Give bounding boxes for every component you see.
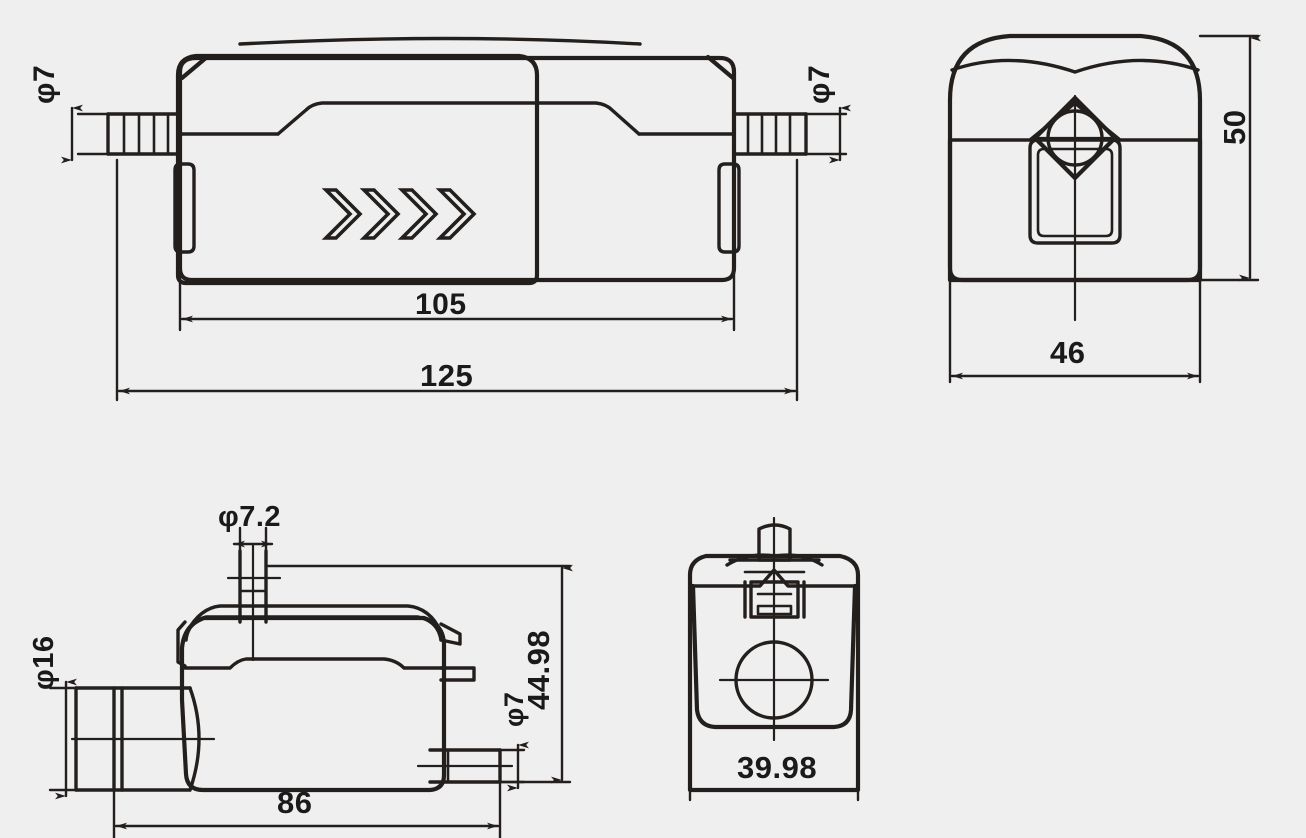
body-outline-main [177,55,737,283]
chevron-3 [397,188,439,240]
side-cover-step [185,604,443,634]
dim-label-125: 125 [420,358,474,393]
side-inner-contour [183,657,444,670]
dim-label-46: 46 [1050,335,1086,370]
dim-label-86: 86 [277,785,313,820]
chevron-2 [359,188,401,240]
top-left-chamfer [179,54,210,81]
side-vent-nozzle [226,543,282,662]
chevron-4 [435,188,477,240]
end-square-housing-outer [1028,138,1122,245]
end-view-group [947,33,1261,384]
inner-cover-outline [276,101,641,136]
dim-phi7-left [61,104,112,164]
dim-label-phi7-right: φ7 [803,64,836,104]
dim-4498 [266,564,573,784]
dim-3998 [688,725,860,802]
dim-86 [112,780,502,838]
plan-view-group [687,516,861,802]
end-body-outline [947,33,1203,283]
side-latch-ear-lower [439,666,476,682]
right-barbed-nozzle [732,112,808,156]
dim-label-phi7-drain: φ7 [499,691,529,727]
end-square-housing-inner [1036,147,1114,238]
flow-direction-chevrons [321,188,477,240]
end-top-saddle [950,58,1200,74]
dim-phi7-right [804,104,851,164]
side-latch-ear-left [176,620,187,668]
lid-arc [238,36,642,46]
side-inlet-cylinder [70,686,216,792]
side-drain-nozzle [416,748,514,784]
dim-phi72 [232,526,274,558]
dim-46 [948,278,1202,384]
left-latch-tab [173,162,196,254]
dim-label-phi16: φ16 [28,635,60,690]
side-body-outline [179,615,447,793]
side-view-group [48,526,573,838]
dim-label-phi72: φ7.2 [218,501,282,533]
body-outline [175,53,540,286]
top-right-chamfer [705,54,736,81]
dim-label-phi7-left: φ7 [28,64,61,104]
dim-label-50: 50 [1217,109,1252,145]
front-view-group [61,36,851,402]
left-barbed-nozzle [106,112,182,156]
dim-label-105: 105 [415,288,467,321]
plan-body-outline [687,553,861,793]
right-latch-tab [717,162,741,254]
side-latch-ear-upper [439,622,462,646]
chevron-1 [321,188,363,240]
dim-label-3998: 39.98 [737,750,818,785]
dim-phi16 [48,678,82,800]
side-cover-dome [184,615,443,642]
dim-50 [1198,34,1261,282]
